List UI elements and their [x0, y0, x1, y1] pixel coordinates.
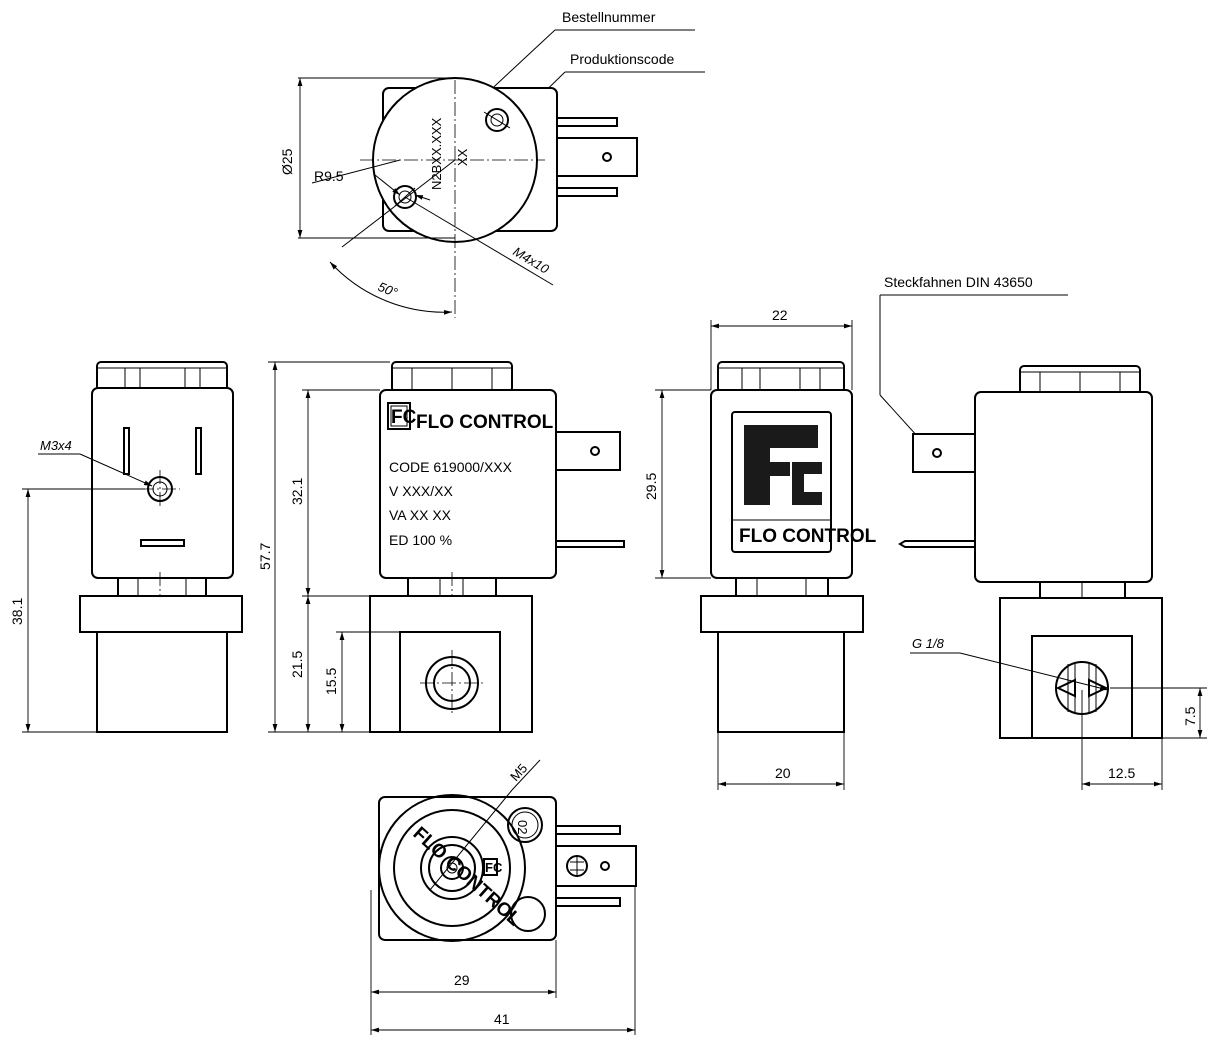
- dim-width-22: 22: [772, 307, 788, 323]
- dim-radius: R9.5: [314, 168, 344, 184]
- label-steckfahnen: Steckfahnen DIN 43650: [884, 274, 1033, 290]
- engraved-production-code: XX: [455, 148, 470, 166]
- label-code: CODE 619000/XXX: [389, 459, 513, 475]
- stamp-02: 02: [515, 820, 530, 834]
- brand-label: FLO CONTROL: [416, 412, 554, 433]
- callout-produktionscode: Produktionscode: [484, 51, 705, 151]
- dim-body-height: 21.5: [289, 651, 305, 678]
- engraved-order-number: N2BXX.XXX: [429, 117, 444, 190]
- dim-width-29: 29: [454, 972, 470, 988]
- callout-bestellnummer: Bestellnummer: [454, 9, 695, 124]
- label-voltage: V XXX/XX: [389, 483, 453, 499]
- side-view: FLO CONTROL 22 20 29.5: [643, 307, 877, 790]
- dim-height-38: 38.1: [9, 598, 25, 625]
- left-view: M3x4 38.1: [9, 361, 243, 733]
- front-view: FC FLO CONTROL CODE 619000/XXX V XXX/XX …: [257, 361, 625, 733]
- dim-coil-29: 29.5: [643, 473, 659, 500]
- label-produktionscode: Produktionscode: [570, 51, 675, 67]
- dim-thread-m5: M5: [507, 761, 530, 784]
- dim-thread-g18: G 1/8: [912, 636, 945, 651]
- dim-width-20: 20: [775, 765, 791, 781]
- logo-mark-small: FC: [391, 407, 417, 428]
- dim-diameter: Ø25: [279, 148, 295, 175]
- dim-offset-12: 12.5: [1108, 765, 1135, 781]
- dim-total-height: 57.7: [257, 543, 273, 570]
- dim-offset-7: 7.5: [1182, 706, 1198, 726]
- dim-port-height: 15.5: [323, 668, 339, 695]
- logo-mark-tiny: FC: [485, 860, 503, 875]
- top-view: Ø25 R9.5 N2BXX.XXX XX M4x10 50°: [279, 77, 638, 318]
- label-duty: ED 100 %: [389, 532, 452, 548]
- dim-width-41: 41: [494, 1011, 510, 1027]
- brand-label-side: FLO CONTROL: [739, 526, 877, 547]
- label-bestellnummer: Bestellnummer: [562, 9, 656, 25]
- bottom-view: FLO CONTROL M5 02 FC 29 41: [370, 759, 637, 1035]
- right-view: Steckfahnen DIN 43650 G 1/8: [879, 274, 1207, 790]
- logo-mark-large: [744, 425, 818, 505]
- label-power: VA XX XX: [389, 507, 452, 523]
- dim-screw-m3: M3x4: [40, 438, 72, 453]
- dim-coil-height: 32.1: [289, 478, 305, 505]
- dim-angle: 50°: [376, 279, 400, 300]
